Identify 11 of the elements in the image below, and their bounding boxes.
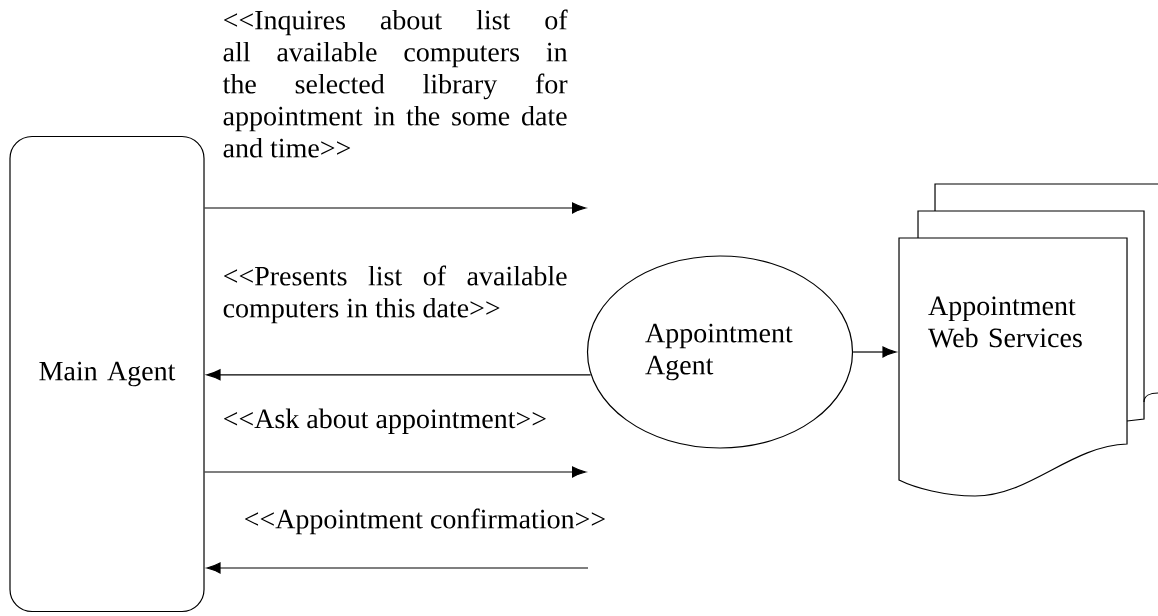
arrow <box>204 466 587 478</box>
edge-label: <<Appointment confirmation>> <box>245 508 605 535</box>
arrow <box>204 202 587 214</box>
arrow <box>852 346 897 358</box>
edge-label: <<Inquires about list of all available computers in the selected library for appointment in the some date and time>> <box>222 9 568 158</box>
arrow <box>206 562 589 574</box>
edge-label: <<Presents list of available computers in this date>> <box>223 265 567 324</box>
agent-box: Main Agent <box>9 135 205 613</box>
document-stack: Appointment Web Services <box>898 183 1158 497</box>
arrow <box>206 369 592 381</box>
edge-label: <<Ask about appointment>> <box>224 408 546 434</box>
